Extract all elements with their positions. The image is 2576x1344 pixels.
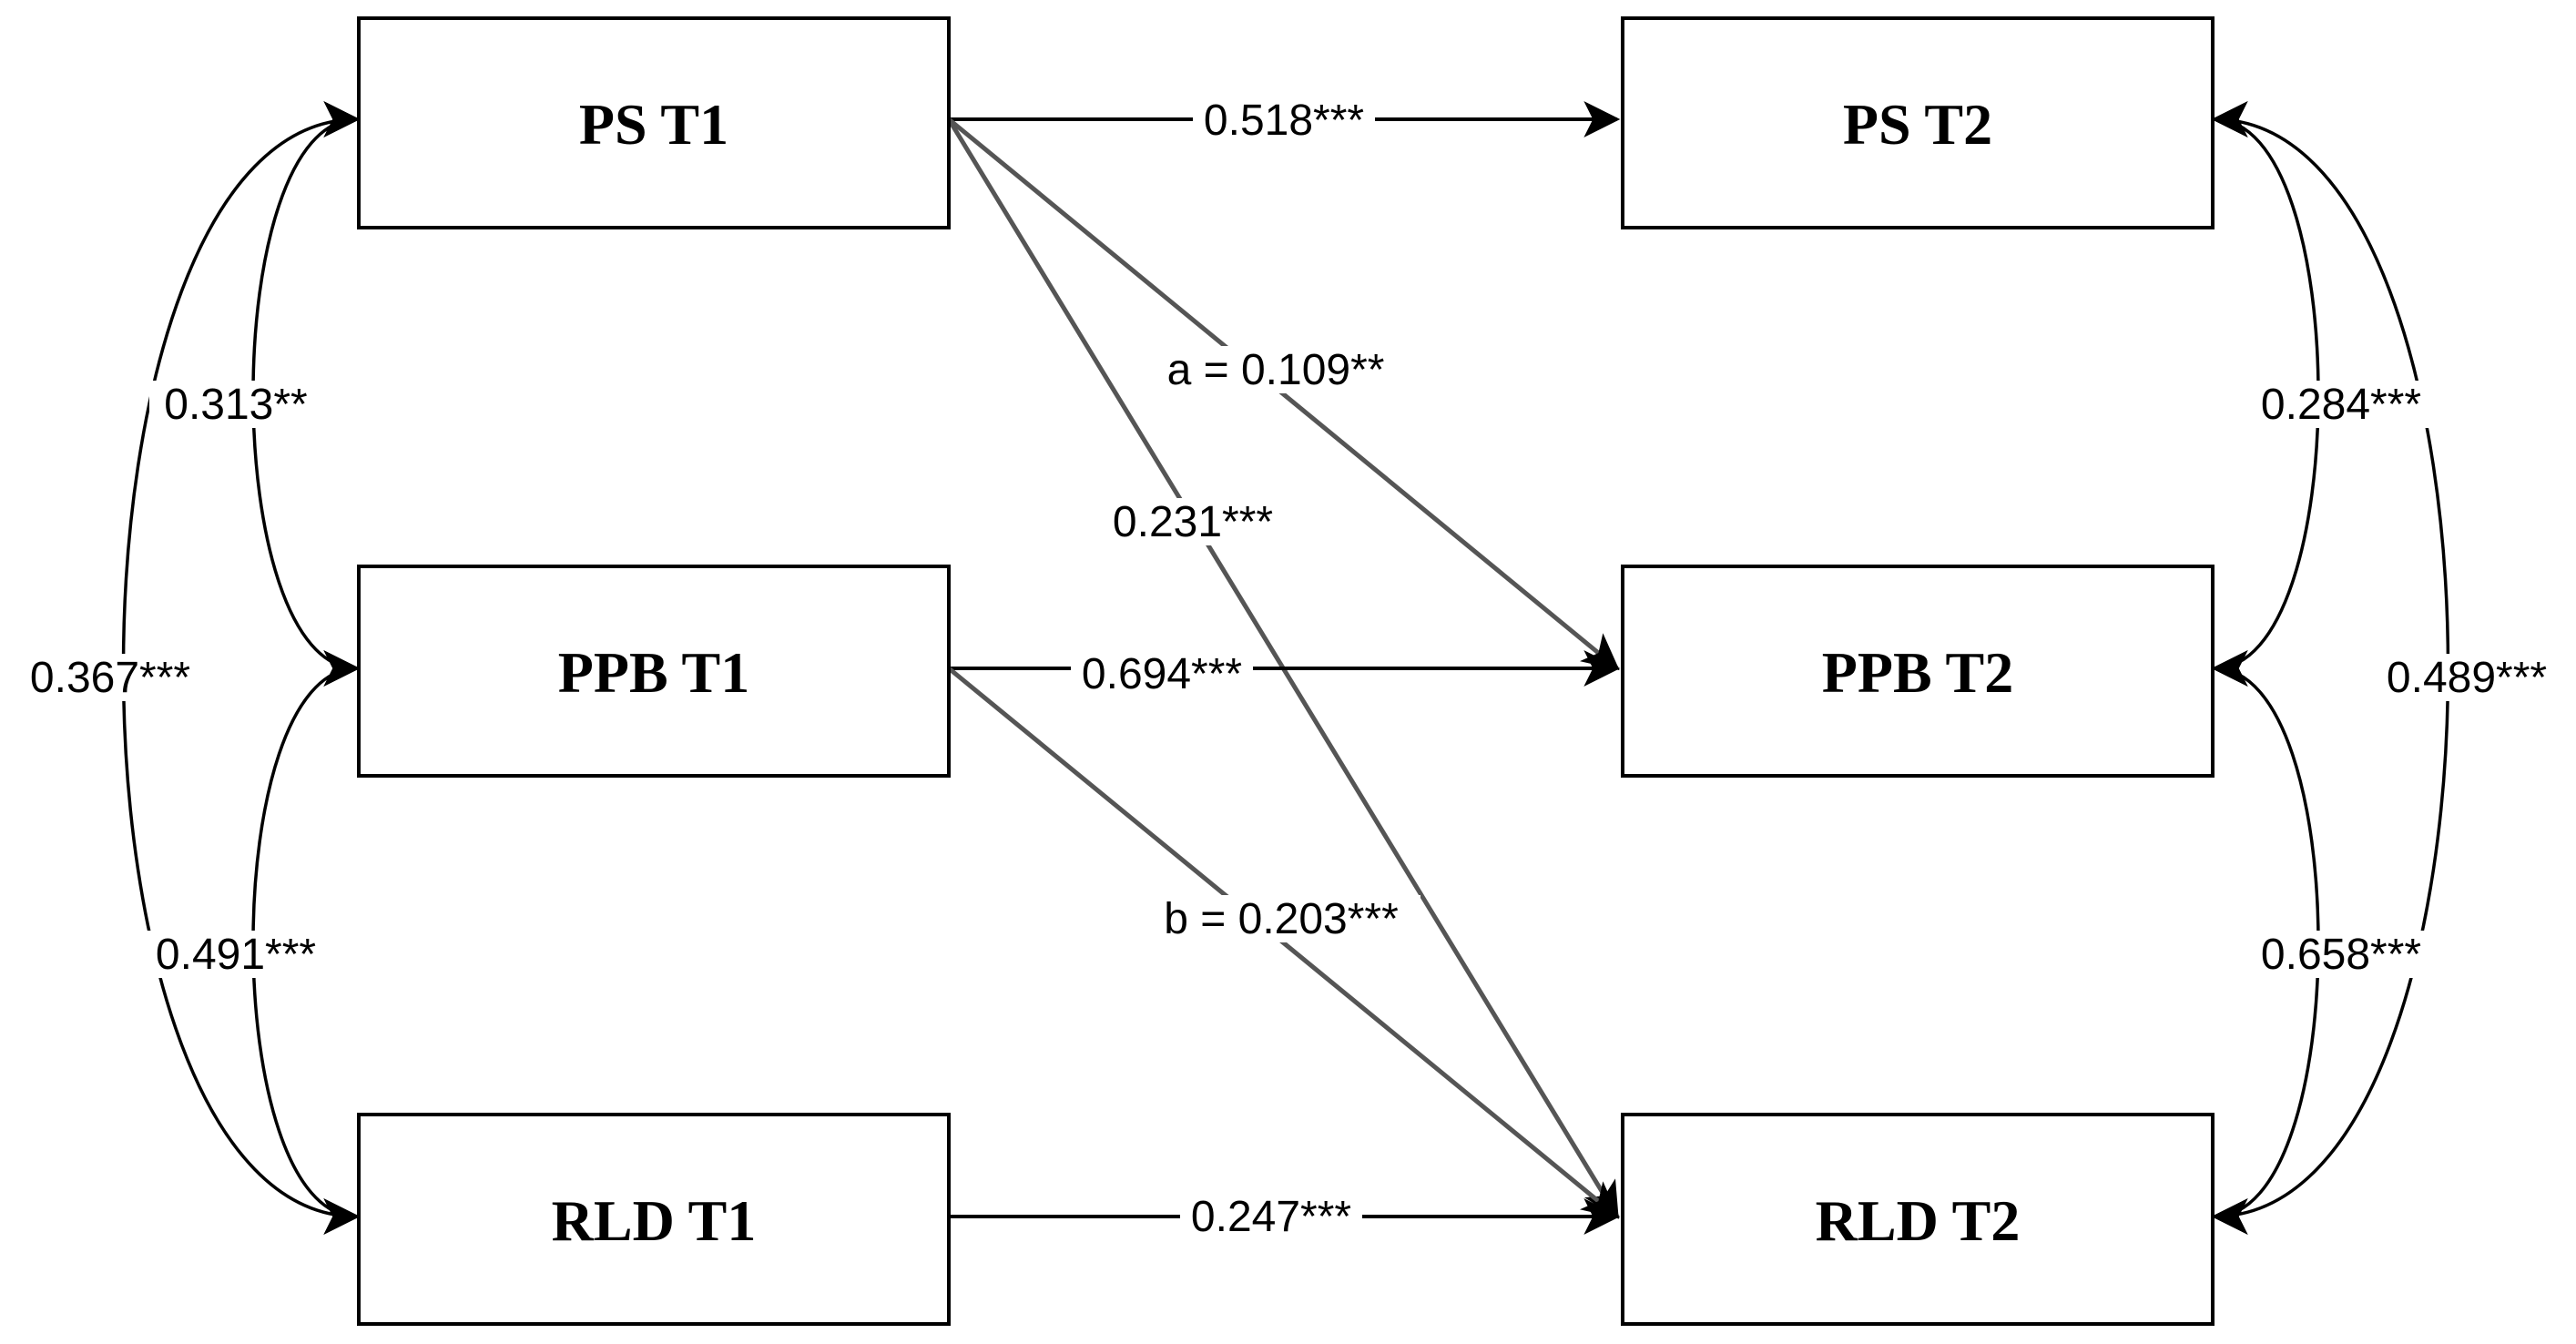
svg-text:0.491***: 0.491*** [156, 931, 316, 979]
svg-text:PS T1: PS T1 [579, 92, 728, 157]
node-rld-t2: RLD T2 [1621, 1113, 2215, 1326]
svg-text:0.367***: 0.367*** [30, 654, 190, 702]
label-rld-t1-rld-t2: 0.247*** [1180, 1193, 1362, 1241]
svg-text:RLD T1: RLD T1 [552, 1188, 757, 1253]
svg-text:0.231***: 0.231*** [1113, 498, 1273, 546]
node-ppb-t1: PPB T1 [357, 565, 951, 778]
svg-text:0.658***: 0.658*** [2261, 931, 2421, 979]
svg-text:PS T2: PS T2 [1843, 92, 1992, 157]
label-corr-ppb-rld-t2: 0.658*** [2247, 931, 2435, 979]
label-corr-ps-ppb-t2: 0.284*** [2247, 381, 2435, 429]
label-corr-ps-rld-t2: 0.489*** [2371, 654, 2562, 702]
label-ps-t1-ppb-t2: a = 0.109** [1149, 346, 1402, 394]
svg-text:a = 0.109**: a = 0.109** [1167, 346, 1385, 394]
label-ps-t1-rld-t2: 0.231*** [1102, 498, 1284, 546]
svg-text:0.489***: 0.489*** [2387, 654, 2547, 702]
label-ps-t1-ps-t2: 0.518*** [1193, 95, 1375, 145]
label-corr-ppb-rld-t1: 0.491*** [142, 931, 330, 979]
svg-text:0.518***: 0.518*** [1204, 97, 1364, 145]
svg-text:0.694***: 0.694*** [1082, 650, 1242, 698]
svg-text:0.284***: 0.284*** [2261, 381, 2421, 429]
svg-text:RLD T2: RLD T2 [1816, 1188, 2021, 1253]
label-corr-ps-ppb-t1: 0.313** [149, 381, 322, 429]
svg-text:0.247***: 0.247*** [1191, 1193, 1351, 1241]
path-ps-t1-ppb-t2 [947, 117, 1620, 671]
svg-text:PPB T1: PPB T1 [558, 640, 749, 705]
svg-text:PPB T2: PPB T2 [1822, 640, 2013, 705]
svg-text:0.313**: 0.313** [164, 381, 307, 429]
node-ppb-t2: PPB T2 [1621, 565, 2215, 778]
node-ps-t1: PS T1 [357, 16, 951, 229]
label-ppb-t1-ppb-t2: 0.694*** [1071, 650, 1253, 698]
svg-text:b = 0.203***: b = 0.203*** [1164, 895, 1399, 943]
label-corr-ps-rld-t1: 0.367*** [15, 654, 206, 702]
node-rld-t1: RLD T1 [357, 1113, 951, 1326]
node-ps-t2: PS T2 [1621, 16, 2215, 229]
label-ppb-t1-rld-t2: b = 0.203*** [1142, 895, 1420, 943]
